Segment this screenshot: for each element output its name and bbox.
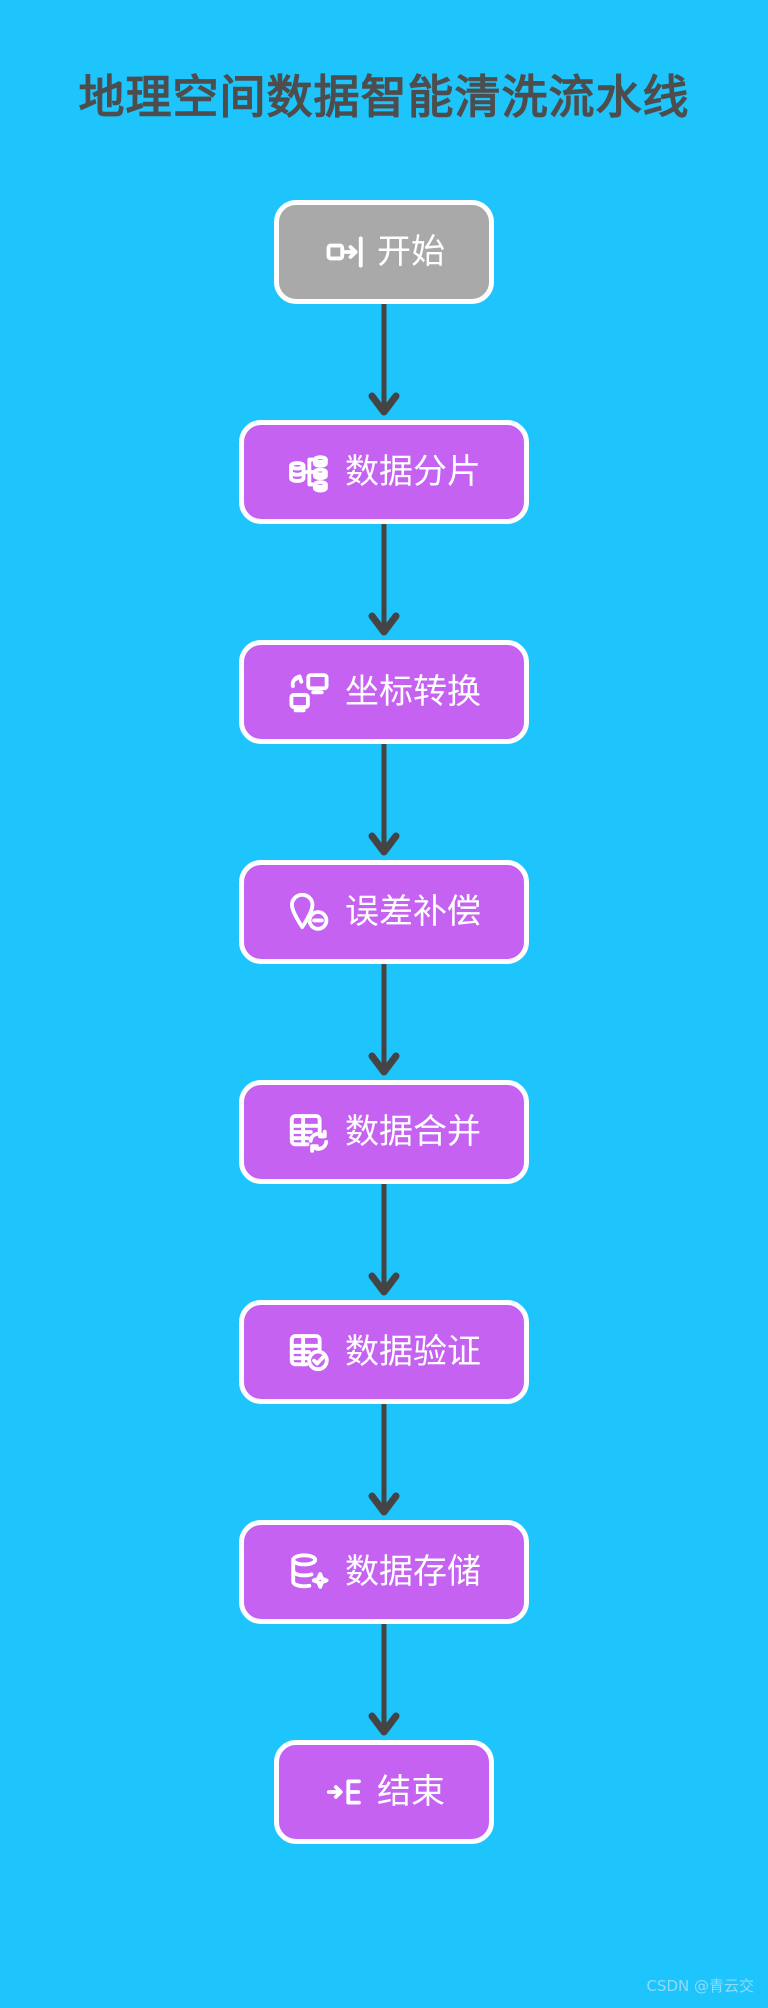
flow-step-start: 开始 — [0, 200, 768, 420]
flow-connector-arrow-coord — [364, 744, 404, 860]
flow-node-label-storage: 数据存储 — [345, 1552, 481, 1592]
log-out-icon — [323, 1770, 367, 1814]
flow-connector-arrow-storage — [364, 1624, 404, 1740]
table-sync-icon — [287, 1110, 331, 1154]
flow-node-label-merge: 数据合并 — [345, 1112, 481, 1152]
page-title: 地理空间数据智能清洗流水线 — [78, 71, 690, 123]
flow-node-sharding[interactable]: 数据分片 — [239, 420, 529, 524]
database-split-icon — [287, 450, 331, 494]
flow-node-start[interactable]: 开始 — [274, 200, 494, 304]
flow-node-label-validate: 数据验证 — [345, 1332, 481, 1372]
flow-connector-arrow-merge — [364, 1184, 404, 1300]
flowchart: 开始数据分片坐标转换误差补偿数据合并数据验证数据存储结束 — [0, 200, 768, 1960]
flow-node-label-error: 误差补偿 — [345, 892, 481, 932]
flow-step-sharding: 数据分片 — [0, 420, 768, 640]
map-pin-minus-icon — [287, 890, 331, 934]
flow-connector-arrow-sharding — [364, 524, 404, 640]
database-sparkle-icon — [287, 1550, 331, 1594]
watermark: CSDN @青云交 — [646, 1977, 754, 1995]
flow-step-end: 结束 — [0, 1740, 768, 1960]
flow-connector-arrow-validate — [364, 1404, 404, 1520]
flow-node-merge[interactable]: 数据合并 — [239, 1080, 529, 1184]
flow-node-storage[interactable]: 数据存储 — [239, 1520, 529, 1624]
flow-step-storage: 数据存储 — [0, 1520, 768, 1740]
flow-node-coord[interactable]: 坐标转换 — [239, 640, 529, 744]
table-check-icon — [287, 1330, 331, 1374]
flow-node-label-start: 开始 — [377, 232, 445, 272]
flow-node-validate[interactable]: 数据验证 — [239, 1300, 529, 1404]
flow-step-error: 误差补偿 — [0, 860, 768, 1080]
flow-step-merge: 数据合并 — [0, 1080, 768, 1300]
flow-node-label-sharding: 数据分片 — [345, 452, 481, 492]
flow-node-label-end: 结束 — [377, 1772, 445, 1812]
log-in-icon — [323, 230, 367, 274]
flow-connector-arrow-start — [364, 304, 404, 420]
flow-node-end[interactable]: 结束 — [274, 1740, 494, 1844]
flow-step-coord: 坐标转换 — [0, 640, 768, 860]
flow-step-validate: 数据验证 — [0, 1300, 768, 1520]
flow-connector-arrow-error — [364, 964, 404, 1080]
monitor-swap-icon — [287, 670, 331, 714]
flow-node-error[interactable]: 误差补偿 — [239, 860, 529, 964]
flow-node-label-coord: 坐标转换 — [345, 672, 481, 712]
